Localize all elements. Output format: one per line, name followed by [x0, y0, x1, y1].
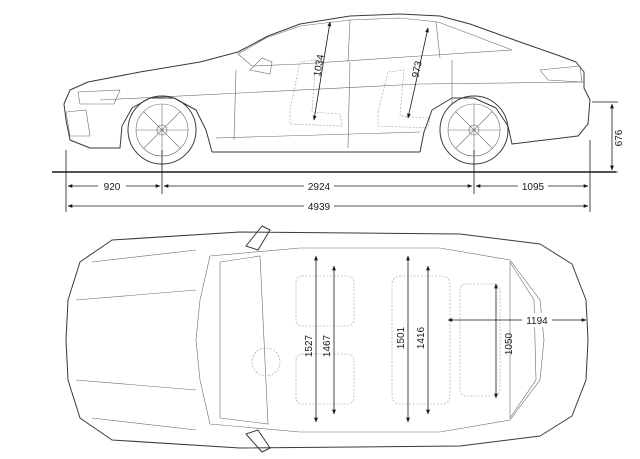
headlight — [77, 89, 121, 105]
taillight — [539, 65, 583, 83]
c-pillar — [435, 21, 441, 59]
overall-length-label: 4939 — [308, 202, 331, 213]
rear-seat-ghost — [377, 69, 431, 129]
rear-headroom-label: 973 — [410, 60, 424, 79]
top-mirror-right — [245, 429, 271, 453]
front-overhang-label: 920 — [104, 182, 121, 193]
side-mirror — [249, 57, 273, 75]
front-elbow-label: 1467 — [322, 334, 333, 357]
trunk-length-label: 1194 — [526, 316, 548, 327]
front-headroom-label: 1034 — [312, 53, 327, 77]
b-pillar — [347, 19, 351, 63]
side-window-frame — [237, 17, 513, 67]
top-view: 1527 1467 1501 1416 1050 1194 — [65, 225, 589, 453]
side-extension-lines — [65, 140, 591, 212]
trunk-width-label: 1050 — [504, 332, 515, 355]
front-grille — [65, 109, 91, 137]
height-extension-lines — [592, 101, 618, 173]
windshield — [219, 255, 269, 425]
side-body-outline — [63, 13, 591, 153]
rear-headroom-line — [407, 27, 429, 119]
rear-shoulder-label: 1501 — [396, 326, 407, 349]
rear-elbow-label: 1416 — [416, 326, 427, 349]
top-cabin-outline — [195, 247, 545, 433]
rear-window — [509, 260, 537, 419]
front-shoulder-label: 1527 — [304, 334, 315, 357]
hood-lines — [75, 249, 197, 431]
side-door-lines — [233, 60, 453, 149]
side-sill-line — [215, 131, 421, 139]
rear-overhang-label: 1095 — [522, 182, 545, 193]
side-view: 920 2924 1095 4939 1034 973 676 — [52, 13, 625, 213]
top-body-outline — [65, 231, 589, 449]
overall-height-label: 676 — [614, 129, 625, 146]
wheelbase-label: 2924 — [308, 182, 331, 193]
top-seats-ghost — [251, 275, 501, 405]
top-mirror-left — [245, 225, 271, 251]
front-headroom-line — [312, 21, 332, 121]
